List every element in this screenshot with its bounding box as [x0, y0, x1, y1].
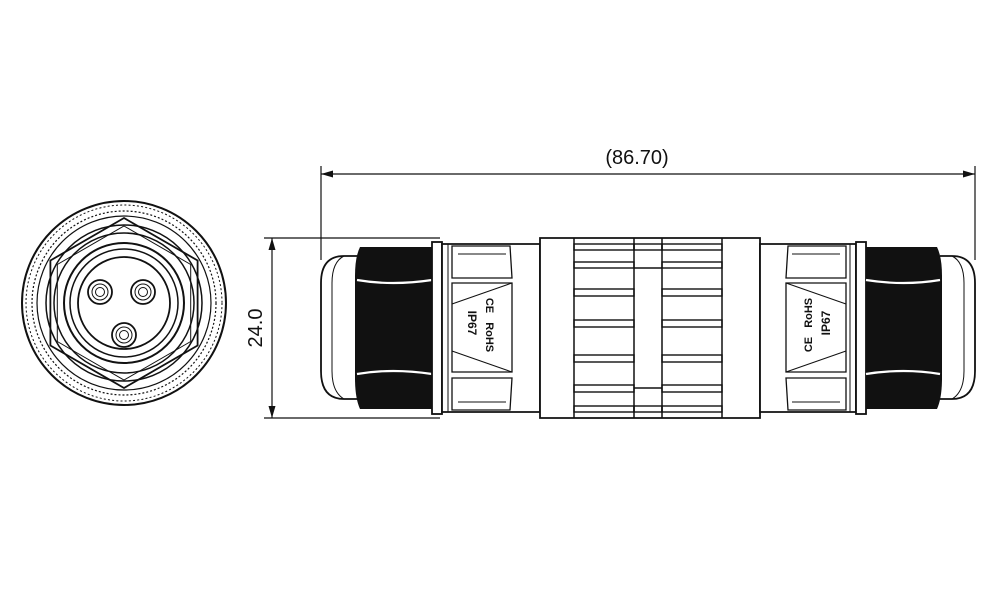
diameter-dimension: [264, 237, 440, 419]
svg-text:CE RoHS: CE RoHS: [803, 298, 815, 352]
diameter-dimension-label: 24.0: [245, 309, 267, 348]
ip-rating-left: IP67: [465, 311, 479, 336]
pin-contact-left: [87, 279, 113, 305]
end-view-ring-3: [36, 215, 212, 391]
pin-contact-right: [130, 279, 156, 305]
ce-mark-left: CE: [483, 298, 495, 313]
rohs-mark-left: RoHS: [483, 322, 495, 352]
end-view-ring-5: [53, 232, 195, 374]
ip-rating-right: IP67: [819, 310, 833, 335]
rohs-mark-right: RoHS: [803, 298, 815, 328]
end-view-insert: [77, 256, 171, 350]
right-black-nut: [866, 247, 942, 409]
end-view-outer-ring: [21, 200, 227, 406]
end-view: [21, 200, 227, 406]
side-view: [320, 237, 976, 419]
svg-text:CE RoHS: CE RoHS: [483, 298, 495, 352]
end-view-hex-nut-inner: [56, 225, 192, 381]
left-markings: CE RoHS IP67: [465, 298, 495, 352]
right-markings: CE RoHS IP67: [803, 298, 833, 352]
left-end-cap: [320, 255, 362, 400]
end-view-ring-4: [45, 224, 203, 382]
end-view-hex-nut: [49, 216, 199, 390]
grip-ribs: [573, 243, 723, 413]
pin-contact-bottom: [111, 322, 137, 348]
end-view-knurl-inner: [31, 210, 217, 396]
end-view-ring-6: [63, 242, 185, 364]
right-end-cap: [940, 255, 976, 400]
center-coupling: [539, 237, 761, 419]
length-dimension-label: (86.70): [605, 147, 668, 169]
ce-mark-right: CE: [803, 337, 815, 352]
left-black-nut: [355, 247, 432, 409]
end-view-ring-7: [69, 248, 179, 358]
end-view-knurl-outer: [25, 204, 223, 402]
length-dimension: [320, 166, 976, 260]
